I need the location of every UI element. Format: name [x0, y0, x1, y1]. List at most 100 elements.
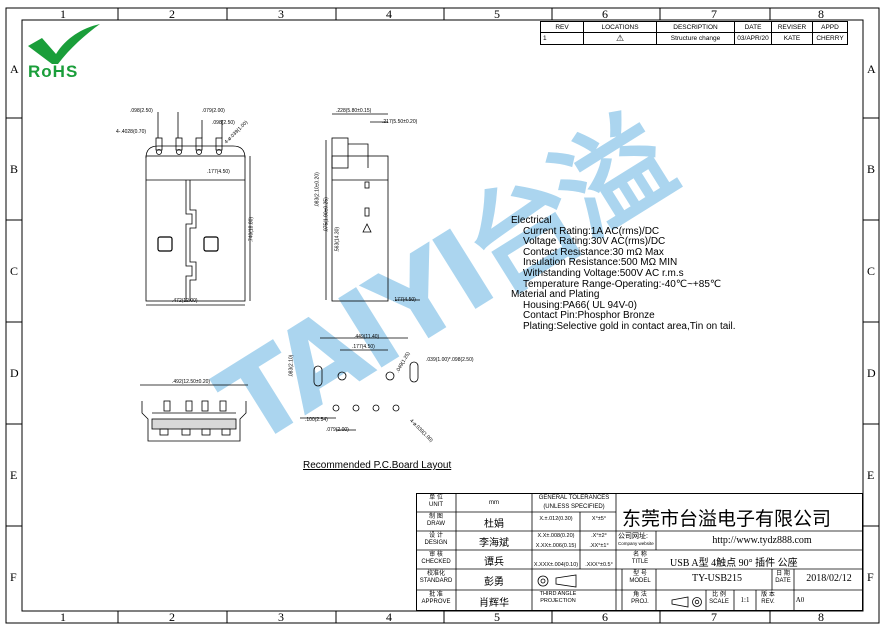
rev-cell-appd: CHERRY — [812, 32, 848, 45]
pcb-layout-drawing — [300, 337, 419, 431]
tb-draw-value: 杜娟 — [484, 519, 504, 530]
spec-current-rating: Current Rating:1A AC(rms)/DC — [523, 225, 660, 237]
zone-row-f: F — [10, 570, 17, 584]
zone-row-e-right: E — [867, 468, 875, 482]
spec-heading-electrical: Electrical — [511, 215, 552, 226]
side-view-drawing — [325, 113, 420, 302]
tb-standard-value: 彭勇 — [484, 577, 504, 588]
rev-cell-reviser: KATE — [771, 32, 813, 45]
spec-housing: Housing:PA66( UL 94V-0) — [523, 299, 637, 311]
zone-col-7-bottom: 7 — [711, 610, 717, 624]
zone-row-c: C — [10, 264, 19, 278]
tb-tol-2b: .X°±2° — [591, 533, 607, 539]
zone-row-b-right: B — [867, 162, 876, 176]
dim-top-2: .079(2.00) — [202, 108, 225, 114]
tb-model-value: TY-USB215 — [691, 573, 742, 584]
tb-approve-value: 肖辉华 — [479, 598, 509, 609]
dim-pcb-2: .177(4.50) — [352, 344, 375, 350]
dim-front-1: .492(12.50±0.20) — [172, 379, 211, 385]
zone-col-3-bottom: 3 — [278, 610, 284, 624]
zone-col-6-bottom: 6 — [602, 610, 608, 624]
dim-top-4: 4-.4028(0.70) — [116, 129, 147, 135]
zone-col-4: 4 — [386, 7, 392, 21]
spec-contact-pin: Contact Pin:Phosphor Bronze — [523, 310, 655, 322]
zone-col-2-bottom: 2 — [169, 610, 175, 624]
tb-checked-value: 谭兵 — [484, 557, 504, 568]
tb-unit-value: mm — [489, 500, 499, 506]
zone-row-d: D — [10, 366, 19, 380]
rev-cell-rev: 1 — [540, 32, 584, 45]
zone-col-8: 8 — [818, 7, 824, 21]
dim-top-1: .098(2.50) — [130, 108, 153, 114]
dim-top-8: .472(12.00) — [172, 298, 198, 304]
dim-side-3: .083(2.10±0.20) — [314, 172, 321, 208]
dim-pcb-5: .039(1.00)*.098(2.50) — [426, 357, 474, 363]
zone-row-c-right: C — [867, 264, 876, 278]
company-name: 东莞市台溢电子有限公司 — [622, 508, 832, 530]
zone-col-1: 1 — [60, 7, 66, 21]
projection-symbol-icon — [671, 596, 702, 608]
front-view-drawing — [140, 384, 248, 442]
tb-projection-text: THIRD ANGLE PROJECTION — [539, 591, 577, 604]
tb-tol-2a: X.X±.008(0.20) — [537, 533, 575, 539]
zone-row-d-right: D — [867, 366, 876, 380]
tb-tol-1a: X.±.012(0.30) — [539, 516, 573, 522]
dim-side-6: .177(4.50) — [393, 297, 416, 303]
zone-row-b: B — [10, 162, 19, 176]
specs-block: Electrical Current Rating:1A AC(rms)/DC … — [511, 215, 736, 333]
zone-col-5: 5 — [494, 7, 500, 21]
rev-header-date: DATE — [734, 21, 772, 33]
rev-header-appd: APPD — [812, 21, 848, 33]
tb-title-value: USB A型 4触点 90° 插件 公座 — [670, 558, 798, 569]
dim-pcb-1: .449(11.40) — [354, 334, 380, 340]
zone-col-8-bottom: 8 — [818, 610, 824, 624]
rev-header-reviser: REVISER — [771, 21, 813, 33]
dim-pcb-6: .100(2.54) — [305, 417, 328, 423]
spec-temperature-range: Temperature Range-Operating:-40℃~+85℃ — [523, 278, 722, 290]
pcb-layout-label: Recommended P.C.Board Layout — [303, 460, 452, 471]
rev-header-description: DESCRIPTION — [656, 21, 735, 33]
tb-tolerance-header: GENERAL TOLERANCES (UNLESS SPECIFIED) — [538, 495, 610, 510]
spec-withstanding-voltage: Withstanding Voltage:500V AC r.m.s — [523, 267, 684, 279]
rohs-logo: RoHS — [28, 62, 79, 81]
tb-website-label: 公司网址:Company website — [618, 533, 654, 546]
rev-cell-date: 03/APR/20 — [734, 32, 772, 45]
zone-col-6: 6 — [602, 7, 608, 21]
third-angle-projection-icon — [537, 574, 577, 588]
rev-header-rev: REV — [540, 21, 584, 33]
tb-tol-4b: .XXX°±0.5° — [585, 562, 613, 568]
dim-pcb-7: .079(2.00) — [326, 427, 349, 433]
title-block — [416, 493, 863, 611]
tb-tol-4a: X.XXX±.004(0.10) — [533, 562, 579, 568]
spec-plating: Plating:Selective gold in contact area,T… — [523, 320, 736, 332]
dim-top-7: .740(18.80) — [248, 216, 255, 243]
zone-row-a: A — [10, 62, 19, 76]
zone-col-2: 2 — [169, 7, 175, 21]
rohs-check-icon — [28, 24, 100, 64]
dim-side-1: .228(5.80±0.15) — [336, 108, 372, 114]
zone-col-4-bottom: 4 — [386, 610, 392, 624]
dim-top-3: .098(2.50) — [212, 120, 235, 126]
zone-row-e: E — [10, 468, 18, 482]
spec-voltage-rating: Voltage Rating:30V AC(rms)/DC — [523, 236, 666, 248]
tb-tol-1b: X°±5° — [591, 516, 607, 522]
revision-table: REV LOCATIONS DESCRIPTION DATE REVISER A… — [540, 21, 848, 45]
dim-side-5: .563(14.30) — [334, 226, 341, 253]
rev-cell-locations: ⚠ — [583, 32, 657, 45]
spec-heading-material: Material and Plating — [511, 289, 600, 301]
top-view-drawing — [145, 112, 251, 306]
dim-side-4: .075(1.90±0.25) — [323, 197, 330, 233]
tb-tol-3b: .XX°±1° — [589, 543, 609, 549]
company-website: http://www.tydz888.com — [712, 535, 812, 546]
